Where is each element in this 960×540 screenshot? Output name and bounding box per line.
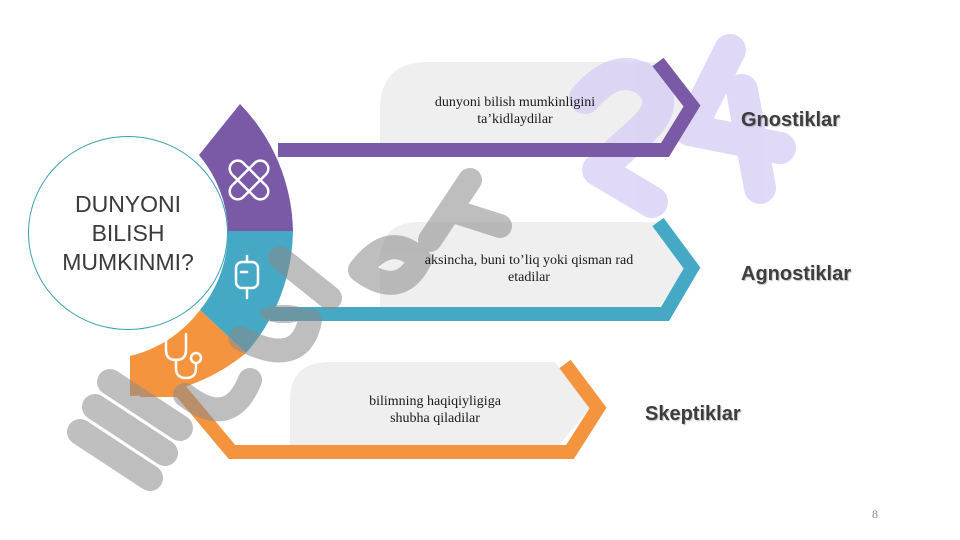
- description-gnostiklar: dunyoni bilish mumkinligini ta’kidlaydil…: [400, 94, 630, 128]
- description-agnostiklar-line-1: aksincha, buni to’liq yoki qisman rad: [424, 253, 634, 268]
- description-agnostiklar-line-2: etadilar: [508, 270, 550, 285]
- watermark-hujjat: [67, 168, 512, 491]
- stethoscope-icon: [164, 332, 203, 380]
- description-skeptiklar-line-2: shubha qiladilar: [390, 411, 480, 426]
- label-agnostiklar: Agnostiklar: [741, 263, 852, 285]
- iv-bag-icon: [234, 254, 260, 300]
- description-gnostiklar-line-2: ta’kidlaydilar: [477, 112, 553, 127]
- arrow-gnostiklar: [278, 57, 701, 157]
- panel-agnostiklar: [380, 222, 690, 312]
- description-agnostiklar: aksincha, buni to’liq yoki qisman rad et…: [384, 252, 674, 286]
- label-skeptiklar: Skeptiklar: [645, 403, 741, 425]
- panel-skeptiklar: [290, 362, 590, 450]
- description-skeptiklar-line-1: bilimning haqiqiyligiga: [369, 394, 501, 409]
- ring-segment-purple: [199, 104, 293, 231]
- arrow-agnostiklar: [270, 217, 701, 321]
- ring-segment-orange: [130, 310, 246, 396]
- bandage-icon: [228, 159, 270, 201]
- description-gnostiklar-line-1: dunyoni bilish mumkinligini: [434, 95, 596, 110]
- page-number: 8: [872, 507, 878, 521]
- watermark-24: [569, 34, 796, 218]
- central-question-text: DUNYONI BILISH MUMKINMI?: [62, 190, 194, 275]
- label-gnostiklar: Gnostiklar: [741, 109, 840, 131]
- description-skeptiklar: bilimning haqiqiyligiga shubha qiladilar: [330, 393, 540, 427]
- central-question: DUNYONI BILISH MUMKINMI?: [28, 136, 228, 330]
